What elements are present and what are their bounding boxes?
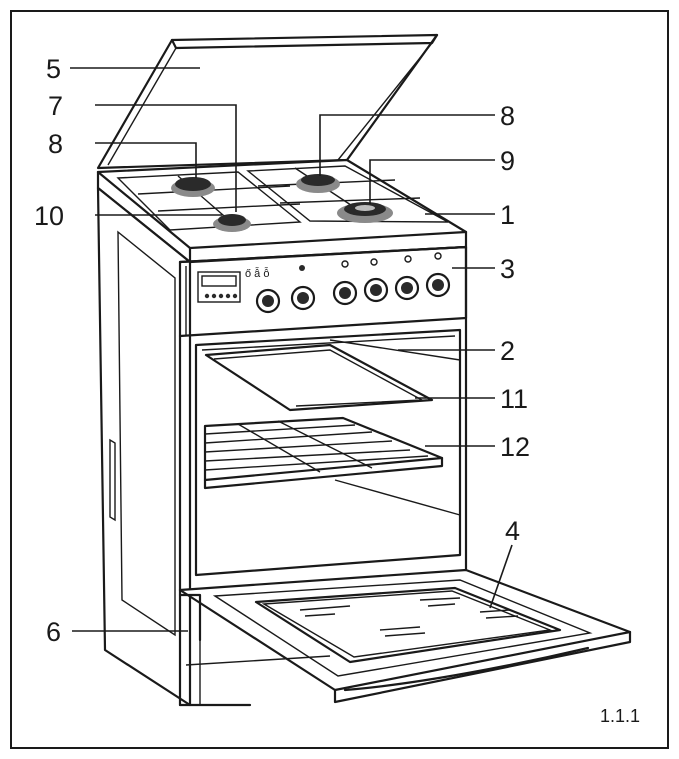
callout-10: 10 <box>34 201 64 231</box>
callout-5: 5 <box>46 54 61 84</box>
callout-4: 4 <box>505 516 520 546</box>
callout-8-right: 8 <box>500 101 515 131</box>
burner-front-right <box>337 202 393 223</box>
callout-11: 11 <box>500 384 528 414</box>
leader-7 <box>95 104 237 212</box>
callout-2: 2 <box>500 336 515 366</box>
oven-door <box>178 568 632 704</box>
knob-4 <box>363 277 389 303</box>
callout-9: 9 <box>500 146 515 176</box>
control-panel: ő ẫ ỗ <box>178 245 468 338</box>
figure-frame <box>10 10 669 749</box>
figure-number: 1.1.1 <box>600 706 640 726</box>
knob-6 <box>425 272 451 298</box>
burner-rear-right <box>296 174 340 193</box>
svg-text:ő ẫ ỗ: ő ẫ ỗ <box>245 267 269 280</box>
leader-4 <box>489 544 513 609</box>
callout-7: 7 <box>48 91 63 121</box>
wire-shelf <box>203 416 444 490</box>
knob-1 <box>255 288 281 314</box>
burner-front-left <box>213 214 251 232</box>
baking-tray <box>204 343 434 412</box>
knob-5 <box>394 275 420 301</box>
lid <box>96 33 439 170</box>
storage-compartment <box>178 593 331 707</box>
callout-labels: 5 7 8 10 8 9 1 3 2 11 12 4 6 <box>34 54 530 647</box>
knob-3 <box>332 280 358 306</box>
leader-lines <box>70 67 513 632</box>
oven-cavity <box>194 328 462 577</box>
knob-2 <box>290 285 316 311</box>
callout-3: 3 <box>500 254 515 284</box>
callout-8-left: 8 <box>48 129 63 159</box>
burner-rear-left <box>171 177 215 197</box>
leader-8-right <box>319 114 495 176</box>
cooker-body: ő ẫ ỗ <box>96 186 468 707</box>
callout-6: 6 <box>46 617 61 647</box>
leader-8-left <box>95 142 197 178</box>
leader-9 <box>369 159 495 204</box>
callout-12: 12 <box>500 432 530 462</box>
callout-1: 1 <box>500 200 515 230</box>
